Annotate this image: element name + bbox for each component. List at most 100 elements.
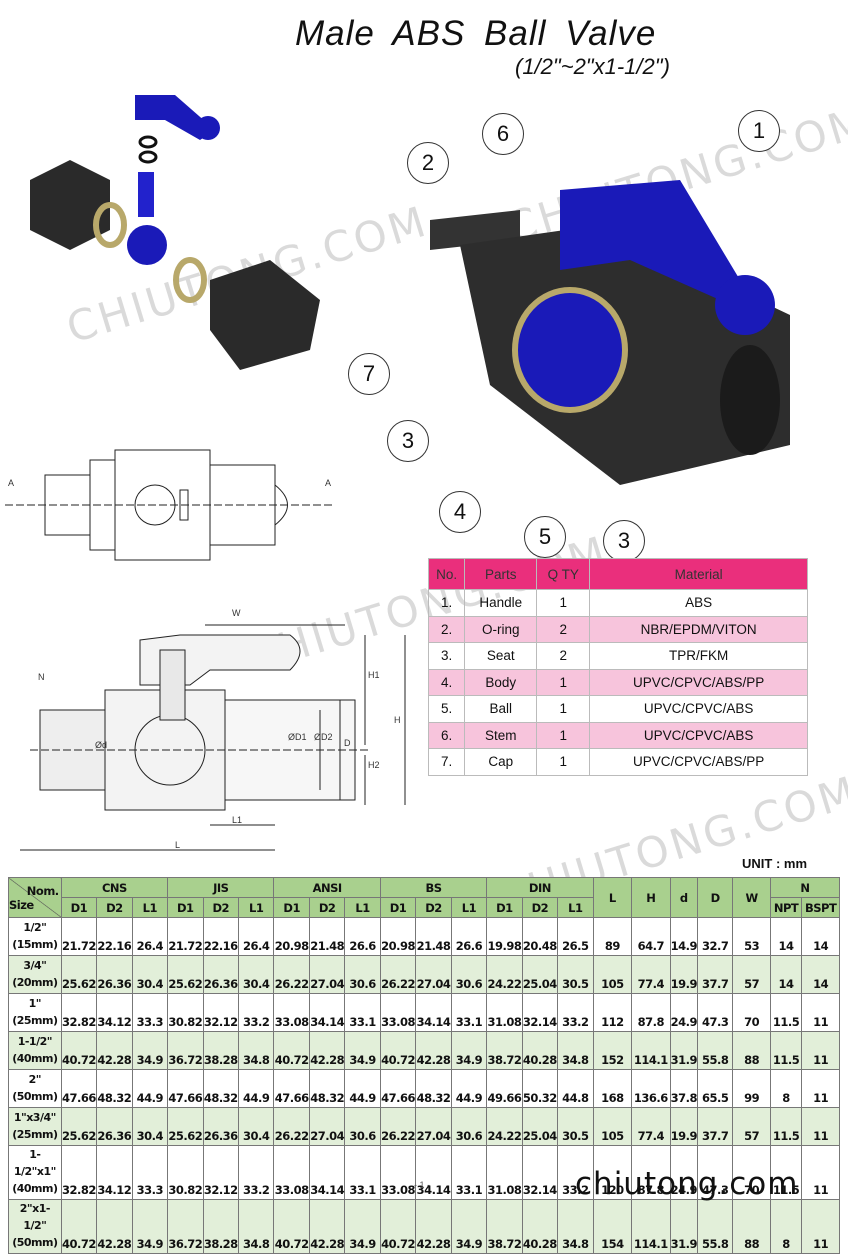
dim-value: 14 bbox=[801, 917, 840, 956]
thread-sub-header: BSPT bbox=[801, 897, 840, 918]
dim-value: 154 bbox=[592, 1199, 633, 1254]
dim-value: 34.9 bbox=[131, 1199, 169, 1254]
size-mm-label: (25mm) bbox=[12, 1128, 58, 1141]
parts-cell: ABS bbox=[589, 589, 808, 617]
dim-value: 22.16 bbox=[202, 917, 239, 956]
dim-value: 112 bbox=[592, 993, 633, 1032]
dim-value: 34.8 bbox=[557, 1031, 594, 1070]
dim-value: 30.82 bbox=[167, 1145, 204, 1200]
size-cell: 3/4"(20mm) bbox=[8, 955, 62, 994]
parts-header-cell: Material bbox=[589, 558, 808, 590]
dim-h: H bbox=[394, 715, 401, 725]
dim-value: 11 bbox=[801, 1145, 840, 1200]
dim-value: 26.22 bbox=[379, 955, 417, 994]
dimension-header: H bbox=[631, 877, 671, 918]
dim-value: 14 bbox=[769, 917, 803, 956]
callout-6: 6 bbox=[482, 113, 524, 155]
dim-value: 105 bbox=[592, 1107, 633, 1146]
dim-value: 168 bbox=[592, 1069, 633, 1108]
parts-cell: NBR/EPDM/VITON bbox=[589, 615, 808, 643]
corner-size-label: Size bbox=[9, 897, 34, 912]
parts-header-cell: Parts bbox=[464, 558, 538, 590]
dim-value: 26.22 bbox=[273, 1107, 310, 1146]
size-cell: 1"x3/4" (25mm) bbox=[8, 1107, 62, 1146]
dim-value: 33.2 bbox=[237, 1145, 275, 1200]
dim-value: 14.9 bbox=[669, 917, 698, 956]
parts-cell: 1 bbox=[536, 668, 591, 696]
parts-cell: UPVC/CPVC/ABS bbox=[589, 695, 808, 723]
sub-header: D2 bbox=[308, 897, 346, 918]
parts-header-cell: No. bbox=[427, 558, 466, 590]
size-mm-label: (40mm) bbox=[12, 1052, 58, 1065]
dim-value: 31.08 bbox=[486, 993, 523, 1032]
dim-value: 47.66 bbox=[273, 1069, 310, 1108]
dim-value: 40.72 bbox=[379, 1199, 417, 1254]
thread-sub-header: NPT bbox=[769, 897, 803, 918]
sub-header: D1 bbox=[486, 897, 523, 918]
dim-value: 11 bbox=[801, 1107, 840, 1146]
dim-value: 30.6 bbox=[450, 955, 488, 994]
parts-cell: UPVC/CPVC/ABS bbox=[589, 721, 808, 749]
dim-value: 40.72 bbox=[273, 1199, 310, 1254]
dim-value: 24.22 bbox=[486, 955, 523, 994]
dim-value: 57 bbox=[732, 1107, 771, 1146]
sub-header: D1 bbox=[273, 897, 310, 918]
corner-nom-label: Nom. bbox=[26, 883, 59, 898]
size-label: 1-1/2"x1" bbox=[13, 1148, 57, 1178]
dim-value: 27.04 bbox=[308, 955, 346, 994]
dim-value: 33.08 bbox=[379, 1145, 417, 1200]
dim-value: 19.9 bbox=[669, 955, 698, 994]
dim-value: 34.8 bbox=[237, 1031, 275, 1070]
page-number: - 1 - bbox=[414, 1180, 431, 1190]
dim-value: 99 bbox=[732, 1069, 771, 1108]
website-link[interactable]: chiutong.com bbox=[575, 1166, 799, 1202]
dim-value: 33.2 bbox=[237, 993, 275, 1032]
dim-value: 33.08 bbox=[273, 993, 310, 1032]
dim-l: L bbox=[175, 840, 181, 850]
size-label: 1"x3/4" bbox=[13, 1111, 57, 1124]
dim-value: 55.8 bbox=[696, 1199, 734, 1254]
dim-value: 33.1 bbox=[450, 993, 488, 1032]
dim-value: 38.72 bbox=[486, 1031, 523, 1070]
dim-value: 33.1 bbox=[344, 993, 381, 1032]
corner-header-cell: Nom.Size bbox=[8, 877, 62, 918]
dim-value: 26.4 bbox=[131, 917, 169, 956]
dim-value: 77.4 bbox=[631, 955, 671, 994]
dim-value: 48.32 bbox=[415, 1069, 452, 1108]
section-label-a: A bbox=[8, 478, 15, 488]
dim-value: 44.9 bbox=[237, 1069, 275, 1108]
dim-value: 30.4 bbox=[237, 955, 275, 994]
callout-2: 2 bbox=[407, 142, 449, 184]
dim-value: 11.5 bbox=[769, 1031, 803, 1070]
dim-value: 37.8 bbox=[669, 1069, 698, 1108]
dim-value: 42.28 bbox=[415, 1031, 452, 1070]
dim-value: 30.6 bbox=[450, 1107, 488, 1146]
parts-cell: 1 bbox=[536, 748, 591, 776]
dim-value: 34.9 bbox=[450, 1031, 488, 1070]
dim-value: 32.7 bbox=[696, 917, 734, 956]
dim-value: 19.98 bbox=[486, 917, 523, 956]
dim-value: 152 bbox=[592, 1031, 633, 1070]
sub-header: L1 bbox=[450, 897, 488, 918]
callout-1: 1 bbox=[738, 110, 780, 152]
page-title: Male ABS Ball Valve bbox=[295, 14, 657, 53]
callout-3b: 3 bbox=[603, 520, 645, 562]
dim-value: 33.3 bbox=[131, 993, 169, 1032]
dim-value: 24.22 bbox=[486, 1107, 523, 1146]
dim-value: 30.5 bbox=[557, 1107, 594, 1146]
parts-cell: Cap bbox=[464, 748, 538, 776]
size-mm-label: (40mm) bbox=[12, 1182, 58, 1195]
dim-value: 40.72 bbox=[273, 1031, 310, 1070]
dim-value: 11.5 bbox=[769, 993, 803, 1032]
dim-value: 42.28 bbox=[96, 1031, 133, 1070]
dim-value: 25.04 bbox=[521, 955, 559, 994]
dim-value: 40.28 bbox=[521, 1199, 559, 1254]
dim-value: 20.48 bbox=[521, 917, 559, 956]
